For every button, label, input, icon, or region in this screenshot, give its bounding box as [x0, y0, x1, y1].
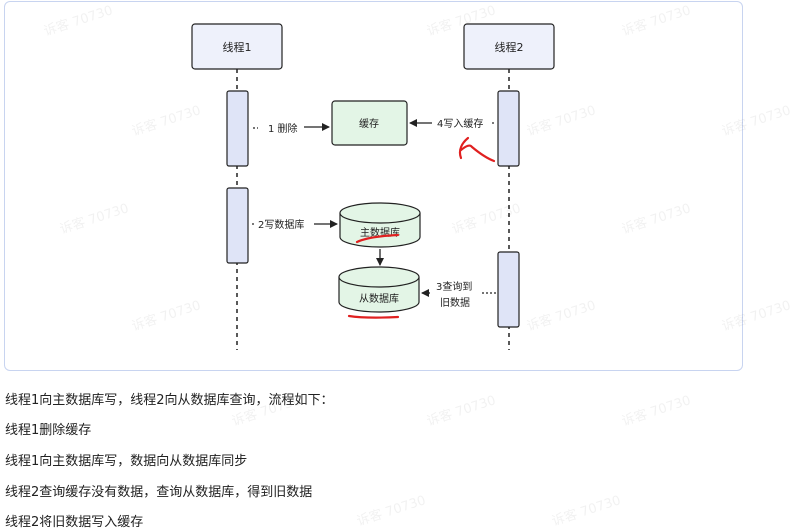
thread2-label: 线程2 — [495, 40, 524, 54]
description-line-2: 线程1删除缓存 — [5, 423, 92, 438]
cache-box — [331, 100, 408, 146]
slave-db-label: 从数据库 — [359, 292, 399, 305]
step1-label: 1 删除 — [268, 122, 298, 135]
description-line-3: 线程1向主数据库写，数据向从数据库同步 — [5, 454, 248, 469]
step3-label-line1: 3查询到 — [436, 280, 472, 293]
step4-label: 4写入缓存 — [437, 117, 483, 130]
thread1-activation-1 — [226, 90, 249, 167]
red-annotation-hook — [458, 136, 496, 163]
description-line-1: 线程1向主数据库写，线程2向从数据库查询，流程如下： — [5, 393, 334, 408]
red-underline-master-db — [355, 233, 400, 244]
watermark: 诉客 70730 — [355, 493, 428, 530]
slave-db-cylinder — [338, 266, 420, 313]
thread2-activation-1 — [497, 90, 520, 167]
watermark: 诉客 70730 — [620, 393, 693, 430]
thread1-label: 线程1 — [223, 40, 252, 54]
thread1-activation-2 — [226, 187, 249, 264]
watermark: 诉客 70730 — [425, 393, 498, 430]
thread2-activation-2 — [497, 251, 520, 328]
cache-label: 缓存 — [359, 117, 379, 130]
description-line-5: 线程2将旧数据写入缓存 — [5, 515, 144, 530]
sequence-diagram: 线程1 线程2 缓存 主数据库 从数据库 1 删除 2写数据库 3查询到 旧数据… — [191, 23, 555, 350]
thread2-box — [463, 23, 555, 70]
thread1-box — [191, 23, 283, 70]
description-line-4: 线程2查询缓存没有数据，查询从数据库，得到旧数据 — [5, 485, 313, 500]
master-db-cylinder — [339, 202, 421, 248]
step3-label-line2: 旧数据 — [440, 296, 470, 309]
step2-label: 2写数据库 — [258, 218, 304, 231]
red-underline-slave-db — [347, 314, 400, 319]
watermark: 诉客 70730 — [550, 493, 623, 530]
